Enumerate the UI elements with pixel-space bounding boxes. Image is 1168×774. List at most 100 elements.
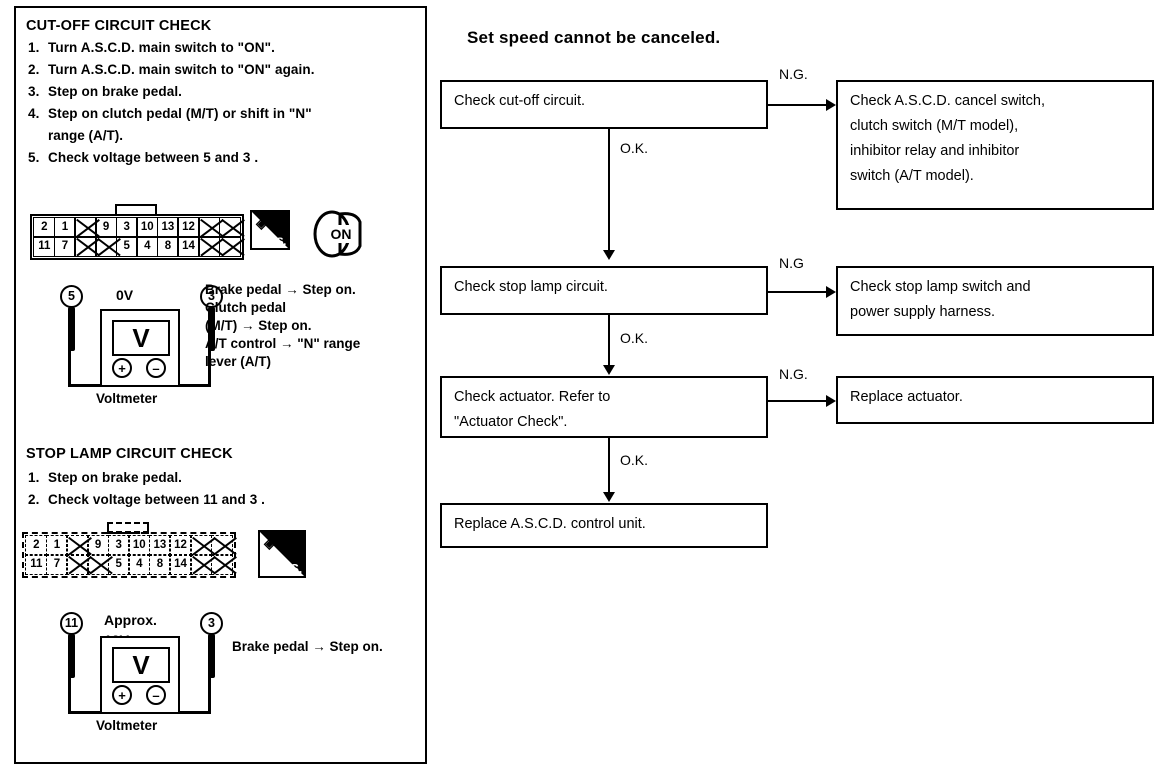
branch-label-ng-3: N.G.	[779, 366, 808, 382]
connector-pin-r2-c10	[218, 236, 241, 257]
probe-wire-left-vert	[68, 349, 71, 387]
cutoff-step-3-number: 3.	[28, 84, 40, 99]
connector-pin-r2-c5: 5	[107, 554, 130, 575]
left-procedure-panel	[14, 6, 427, 764]
cutoff-voltmeter-assembly: 5 3 0V V + – Voltmeter	[60, 285, 230, 410]
cutoff-voltmeter-note-2: Clutch pedal	[205, 300, 287, 315]
stoplamp-voltmeter-assembly: 11 3 Approx. 12V V + – Voltmeter	[60, 612, 230, 737]
connector-pin-r1-c10	[210, 535, 233, 556]
hs-badge-stoplamp: ◈ H.S.	[258, 530, 306, 578]
voltmeter-display-cutoff: V	[112, 320, 170, 356]
cutoff-step-2-number: 2.	[28, 62, 40, 77]
connector-pin-r2-c5: 5	[115, 236, 138, 257]
cutoff-step-5-number: 5.	[28, 150, 40, 165]
probe-lead-right-tip-2	[208, 634, 215, 678]
connector-pin-r1-c10	[218, 217, 241, 238]
flow-box-check-cutoff[interactable]: Check cut-off circuit.	[440, 80, 768, 129]
flow-box-ng-result-1: Check A.S.C.D. cancel switch, clutch swi…	[836, 80, 1154, 210]
probe-wire-right-vert-2	[208, 676, 211, 714]
connector-pin-r1-c3	[66, 535, 89, 556]
arrow-ok-3	[603, 492, 615, 502]
voltmeter-caption-stoplamp: Voltmeter	[96, 718, 158, 733]
voltmeter-reading-stoplamp-line1: Approx.	[104, 612, 157, 628]
connector-pin-r2-c8: 14	[177, 236, 200, 257]
cutoff-step-5-text: Check voltage between 5 and 3 .	[48, 150, 259, 165]
stoplamp-step-2: 2.Check voltage between 11 and 3 .	[28, 492, 265, 507]
flow-line-ok-3	[608, 438, 610, 496]
probe-wire-right-vert	[208, 349, 211, 387]
stoplamp-section-title: STOP LAMP CIRCUIT CHECK	[26, 446, 233, 462]
probe-wire-left-vert-2	[68, 676, 71, 714]
cutoff-voltmeter-note-5: lever (A/T)	[205, 354, 272, 369]
branch-label-ok-3: O.K.	[620, 452, 649, 468]
flow-box-replace-control-unit[interactable]: Replace A.S.C.D. control unit.	[440, 503, 768, 548]
cutoff-voltmeter-note-3: (M/T) → Step on.	[205, 318, 312, 333]
connector-pin-r1-c2: 1	[53, 217, 76, 238]
voltmeter-reading-cutoff: 0V	[116, 287, 134, 303]
flow-box-ng-result-3: Replace actuator.	[836, 376, 1154, 424]
flow-line-ok-1	[608, 129, 610, 254]
connector-pin-r2-c2: 7	[53, 236, 76, 257]
cutoff-step-4-number: 4.	[28, 106, 40, 121]
probe-wire-right-horiz-2	[172, 711, 211, 714]
connector-plug-icon-2: ◈	[264, 535, 275, 551]
connector-pin-r2-c6: 4	[136, 236, 159, 257]
cutoff-voltmeter-note-1: Brake pedal → Step on.	[205, 282, 356, 297]
arrow-ok-1	[603, 250, 615, 260]
branch-label-ok-2: O.K.	[620, 330, 649, 346]
connector-pin-r2-c8: 14	[169, 554, 192, 575]
cutoff-step-5: 5. Check voltage between 5 and 3 .	[28, 150, 258, 165]
flow-box-ng-result-1-text: Check A.S.C.D. cancel switch, clutch swi…	[850, 93, 1046, 184]
connector-line-ng-1	[768, 104, 830, 106]
cutoff-step-4-continuation: range (A/T).	[48, 128, 124, 143]
connector-tab	[115, 204, 157, 216]
connector-plug-icon: ◈	[256, 215, 267, 231]
arrow-ok-2	[603, 365, 615, 375]
voltmeter-display-stoplamp: V	[112, 647, 170, 683]
voltmeter-negative-terminal: –	[146, 358, 166, 378]
connector-pin-r2-c9	[190, 554, 213, 575]
connector-pin-r2-c1: 11	[33, 236, 56, 257]
svg-text:ON: ON	[331, 226, 352, 242]
connector-pin-r1-c8: 12	[169, 535, 192, 556]
stoplamp-step-1: 1. Step on brake pedal.	[28, 470, 182, 485]
voltmeter-body-cutoff: V + –	[100, 309, 180, 387]
connector-pin-r1-c5: 3	[107, 535, 130, 556]
connector-pin-r1-c3	[74, 217, 97, 238]
cutoff-section-title: CUT-OFF CIRCUIT CHECK	[26, 18, 212, 34]
probe-lead-left-tip-2	[68, 634, 75, 678]
connector-pin-r2-c4	[95, 236, 118, 257]
arrow-ng-3	[826, 395, 836, 407]
probe-pin-right-2: 3	[200, 612, 223, 635]
connector-pin-r1-c1: 2	[33, 217, 56, 238]
connector-pin-r2-c6: 4	[128, 554, 151, 575]
voltmeter-positive-terminal: +	[112, 358, 132, 378]
voltmeter-caption-cutoff: Voltmeter	[96, 391, 158, 406]
flow-box-ng-result-2-text: Check stop lamp switch and power supply …	[850, 279, 1031, 320]
probe-lead-right-tip	[208, 307, 215, 351]
connector-pin-r1-c5: 3	[115, 217, 138, 238]
stoplamp-step-1-text: Step on brake pedal.	[48, 470, 183, 485]
stoplamp-step-1-number: 1.	[28, 470, 40, 485]
probe-lead-left-tip	[68, 307, 75, 351]
connector-pin-r1-c6: 10	[128, 535, 151, 556]
cutoff-step-1: 1.Turn A.S.C.D. main switch to "ON".	[28, 40, 275, 55]
arrow-ng-2	[826, 286, 836, 298]
probe-wire-left-horiz	[68, 384, 113, 387]
hs-badge-cutoff: ◈ H.S.	[250, 210, 290, 250]
connector-pin-r2-c3	[74, 236, 97, 257]
voltmeter-body-stoplamp: V + –	[100, 636, 180, 714]
connector-line-ng-2	[768, 291, 830, 293]
cutoff-voltmeter-note-4: A/T control → "N" range	[205, 336, 361, 351]
connector-pin-r1-c9	[190, 535, 213, 556]
flow-box-check-stop-lamp[interactable]: Check stop lamp circuit.	[440, 266, 768, 315]
stoplamp-step-2-number: 2.	[28, 492, 40, 507]
connector-pin-r2-c7: 8	[156, 236, 179, 257]
connector-pin-r1-c7: 13	[148, 535, 171, 556]
hs-diagonal-fill	[252, 212, 288, 248]
branch-label-ng-2: N.G	[779, 255, 804, 271]
connector-pin-r1-c4: 9	[87, 535, 110, 556]
flow-box-check-actuator[interactable]: Check actuator. Refer to "Actuator Check…	[440, 376, 768, 438]
